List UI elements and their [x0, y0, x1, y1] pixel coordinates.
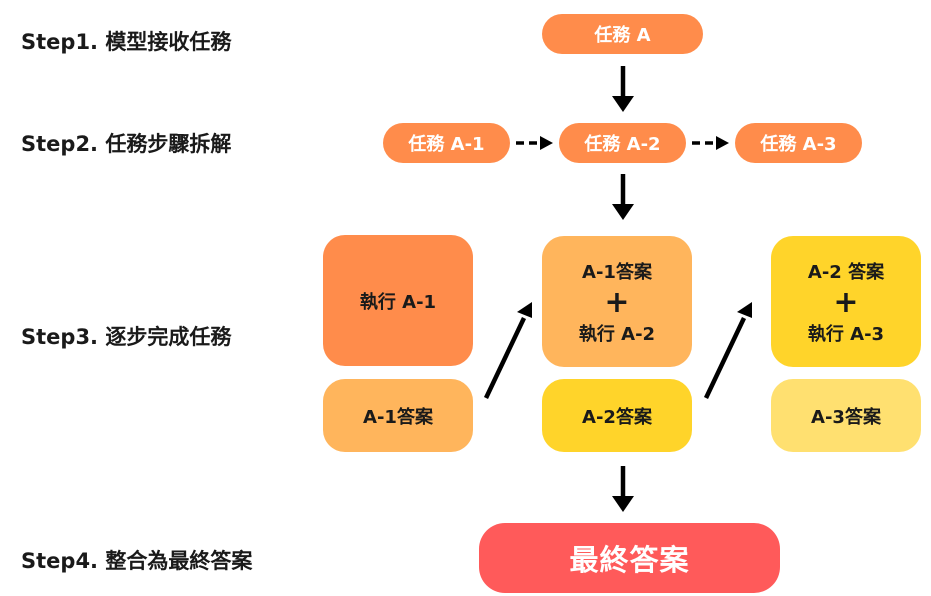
arrow-diagonal-icon: [483, 302, 532, 399]
combine-a2-answer-label: A-2 答案: [807, 261, 885, 283]
step4-label: Step4. 整合為最終答案: [21, 549, 253, 573]
arrow-diagonal-icon: [703, 302, 752, 399]
answer-a3-box: A-3答案: [771, 379, 921, 452]
answer-a1-label: A-1答案: [363, 406, 433, 428]
combine-a2-a3-box: A-2 答案 + 執行 A-3: [771, 236, 921, 367]
task-a3-node: 任務 A-3: [735, 123, 862, 163]
answer-a2-label: A-2答案: [582, 406, 652, 428]
arrow-down-icon: [612, 174, 634, 220]
task-a2-node: 任務 A-2: [559, 123, 686, 163]
plus-sign: +: [833, 284, 859, 320]
answer-a1-box: A-1答案: [323, 379, 473, 452]
arrow-down-icon: [612, 66, 634, 112]
combine-execute-a2-label: 執行 A-2: [578, 323, 656, 345]
final-answer-box: 最終答案: [479, 523, 780, 593]
step2-label: Step2. 任務步驟拆解: [21, 132, 232, 156]
dashed-arrow-right-icon: [692, 136, 729, 150]
plus-sign: +: [604, 284, 630, 320]
arrow-down-icon: [612, 466, 634, 512]
answer-a2-box: A-2答案: [542, 379, 692, 452]
step3-label: Step3. 逐步完成任務: [21, 325, 232, 349]
task-a1-node: 任務 A-1: [383, 123, 510, 163]
answer-a3-label: A-3答案: [811, 406, 881, 428]
combine-execute-a3-label: 執行 A-3: [807, 323, 885, 345]
dashed-arrow-right-icon: [516, 136, 553, 150]
combine-a1-answer-label: A-1答案: [582, 261, 652, 283]
execute-a1-box: 執行 A-1: [323, 235, 473, 366]
task-a-node: 任務 A: [542, 14, 703, 54]
step1-label: Step1. 模型接收任務: [21, 30, 232, 54]
execute-a1-label: 執行 A-1: [359, 291, 437, 313]
combine-a1-a2-box: A-1答案 + 執行 A-2: [542, 236, 692, 367]
